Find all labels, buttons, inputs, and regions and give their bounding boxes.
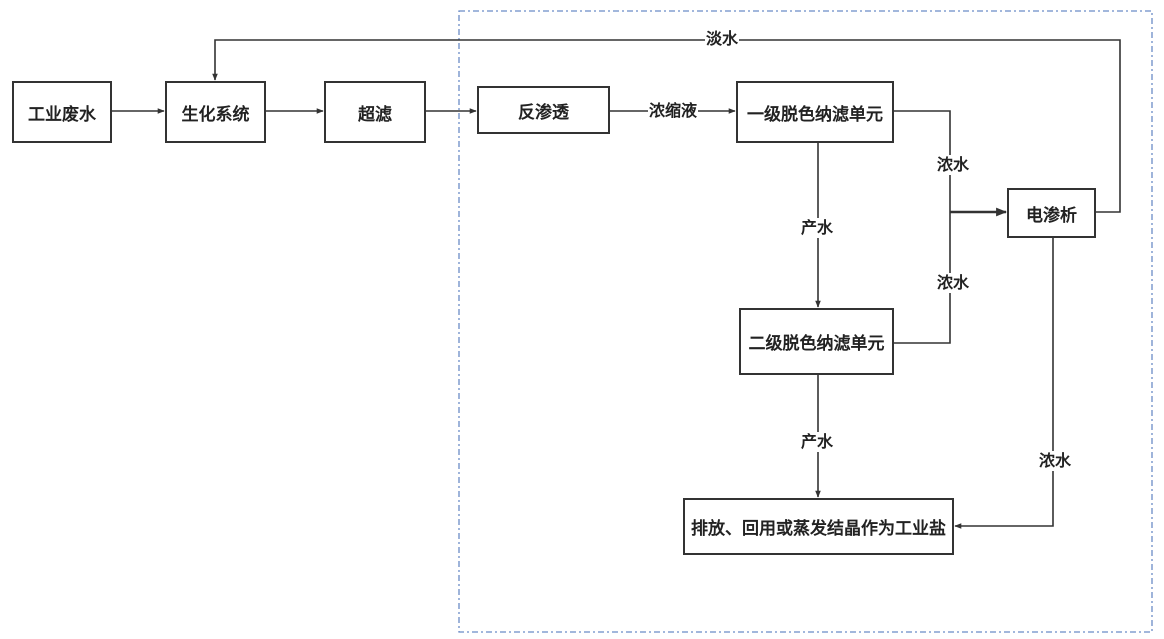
- node-ultrafiltration: 超滤: [324, 81, 426, 143]
- arrow-ed-fresh-to-bio: [212, 39, 1121, 213]
- line-nf1-conc: [894, 110, 951, 212]
- label-conc-water-nf1: 浓水: [936, 155, 971, 175]
- node-biochemical-system: 生化系统: [165, 81, 266, 143]
- label-product-water-nf1: 产水: [800, 218, 835, 238]
- line-nf2-conc: [894, 212, 951, 344]
- node-reverse-osmosis: 反渗透: [477, 86, 610, 134]
- node-discharge: 排放、回用或蒸发结晶作为工业盐: [683, 498, 954, 555]
- node-first-nf-unit: 一级脱色纳滤单元: [736, 81, 894, 143]
- label-fresh-water: 淡水: [705, 29, 740, 49]
- node-industrial-wastewater: 工业废水: [12, 81, 112, 143]
- label-concentrate: 浓缩液: [648, 101, 699, 121]
- node-electrodialysis: 电渗析: [1007, 188, 1096, 238]
- label-conc-water-ed: 浓水: [1038, 451, 1073, 471]
- label-product-water-nf2: 产水: [800, 432, 835, 452]
- node-second-nf-unit: 二级脱色纳滤单元: [739, 308, 894, 375]
- label-conc-water-nf2: 浓水: [936, 273, 971, 293]
- arrow-ed-conc-to-discharge: [954, 237, 1054, 529]
- dashed-boundary: [458, 10, 1153, 633]
